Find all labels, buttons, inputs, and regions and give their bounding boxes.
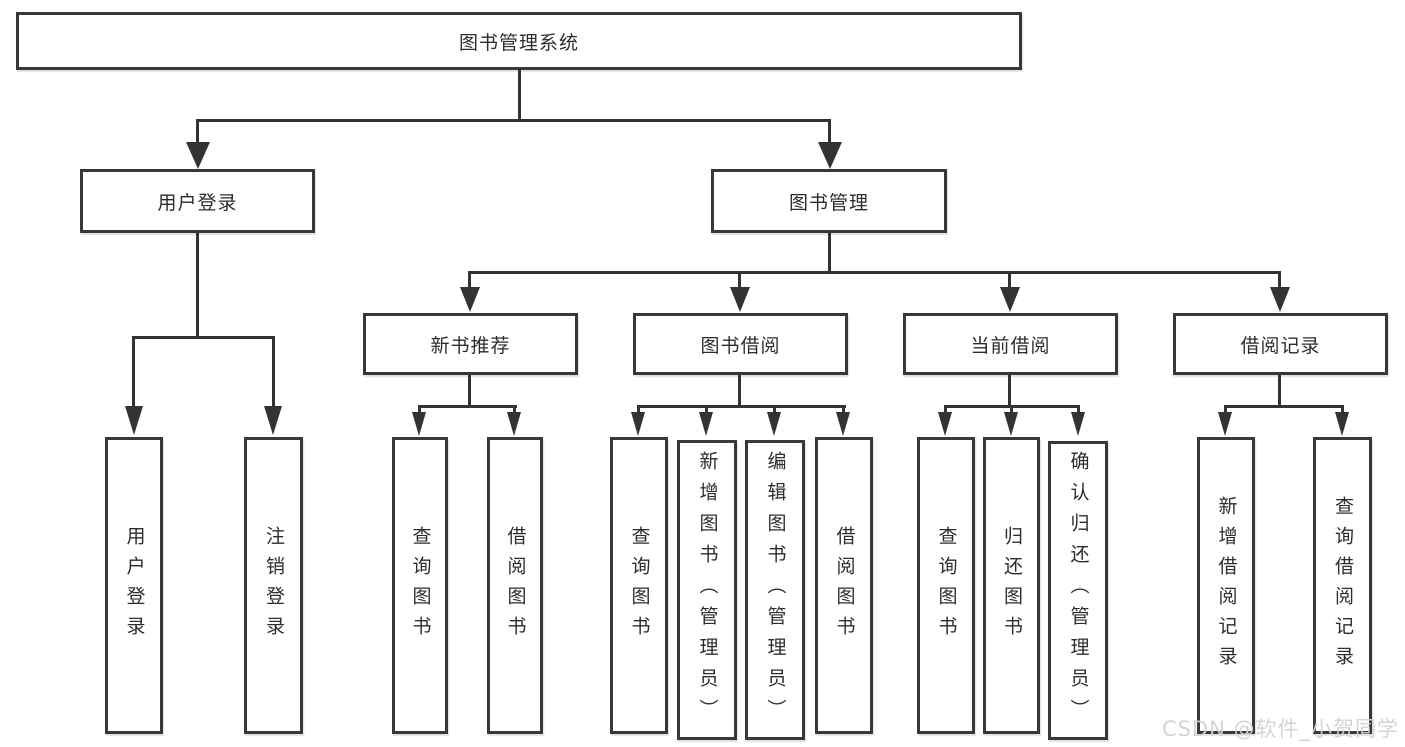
connector [272,336,275,409]
arrow-down-icon [412,412,426,436]
connector [842,405,845,415]
node-book-borrowing-label: 图书借阅 [700,334,781,357]
node-book-borrowing: 图书借阅 [633,313,848,375]
arrow-down-icon [818,142,842,169]
connector [132,336,135,409]
arrow-down-icon [1071,412,1085,436]
node-new-book-recommend: 新书推荐 [363,313,578,375]
arrow-down-icon [460,287,480,312]
connector [828,233,831,274]
arrow-down-icon [1000,287,1020,312]
leaf-return-books: 归还图书 [983,437,1040,734]
leaf-confirm-return-admin-label: 确认归还（管理员） [1067,451,1090,730]
node-root-label: 图书管理系统 [458,31,579,54]
leaf-query-books-2-label: 查询图书 [628,525,651,646]
connector [1224,405,1227,415]
leaf-borrow-books-1-label: 借阅图书 [504,525,527,646]
arrow-down-icon [938,412,952,436]
connector [1008,375,1011,408]
arrow-down-icon [507,412,521,436]
connector [637,405,640,415]
leaf-query-borrow-record: 查询借阅记录 [1313,437,1372,734]
leaf-add-book-admin: 新增图书（管理员） [677,440,737,740]
connector [828,119,831,147]
connector [1278,375,1281,408]
connector [468,271,1281,274]
leaf-borrow-books-1: 借阅图书 [487,437,543,734]
node-current-borrowing: 当前借阅 [903,313,1118,375]
leaf-return-books-label: 归还图书 [1001,525,1023,646]
connector [513,405,516,415]
connector [944,405,947,415]
connector [773,405,776,415]
leaf-edit-book-admin: 编辑图书（管理员） [745,440,805,740]
connector [1341,405,1344,415]
leaf-query-books-3-label: 查询图书 [935,525,958,646]
arrow-down-icon [767,412,781,436]
arrow-down-icon [631,412,645,436]
connector [468,375,471,408]
leaf-user-login-label: 用户登录 [123,525,146,646]
arrow-down-icon [1270,287,1290,312]
watermark: CSDN @软件_小贺同学 [1161,717,1399,741]
connector [418,405,517,408]
connector [132,336,275,339]
connector [738,271,741,289]
leaf-add-borrow-record-label: 新增借阅记录 [1215,495,1238,676]
node-borrowing-records-label: 借阅记录 [1240,334,1321,357]
leaf-edit-book-admin-label: 编辑图书（管理员） [764,450,787,730]
node-user-login-label: 用户登录 [157,191,238,214]
leaf-user-login: 用户登录 [105,437,163,734]
arrow-down-icon [699,412,713,436]
leaf-query-books-2: 查询图书 [610,437,668,734]
arrow-down-icon [836,412,850,436]
connector [1010,405,1013,415]
arrow-down-icon [1218,412,1232,436]
connector [518,68,521,122]
leaf-borrow-books-2: 借阅图书 [815,437,873,734]
leaf-query-books-3: 查询图书 [917,437,975,734]
arrow-down-icon [125,406,143,435]
leaf-borrow-books-2-label: 借阅图书 [833,525,856,646]
arrow-down-icon [186,142,210,169]
connector [1077,405,1080,415]
arrow-down-icon [1004,412,1018,436]
arrow-down-icon [730,287,750,312]
connector [196,233,199,338]
leaf-query-books-1: 查询图书 [392,437,448,734]
leaf-query-books-1-label: 查询图书 [409,525,432,646]
node-book-management: 图书管理 [711,169,947,233]
connector [1008,271,1011,289]
connector [418,405,421,415]
connector [637,405,846,408]
leaf-query-borrow-record-label: 查询借阅记录 [1332,495,1354,676]
connector [468,271,471,289]
leaf-confirm-return-admin: 确认归还（管理员） [1048,441,1108,740]
leaf-add-book-admin-label: 新增图书（管理员） [696,450,719,730]
node-book-management-label: 图书管理 [788,191,869,214]
connector [196,119,199,147]
connector [705,405,708,415]
node-borrowing-records: 借阅记录 [1173,313,1388,375]
connector [1278,271,1281,289]
connector [196,119,831,122]
arrow-down-icon [1335,412,1349,436]
leaf-add-borrow-record: 新增借阅记录 [1197,437,1255,734]
node-user-login: 用户登录 [80,169,315,233]
arrow-down-icon [264,406,282,435]
connector [1224,405,1344,408]
node-new-book-recommend-label: 新书推荐 [430,334,511,357]
leaf-logout-label: 注销登录 [263,525,285,646]
connector [738,375,741,408]
leaf-logout: 注销登录 [244,437,303,734]
node-root: 图书管理系统 [16,12,1022,70]
node-current-borrowing-label: 当前借阅 [970,334,1051,357]
